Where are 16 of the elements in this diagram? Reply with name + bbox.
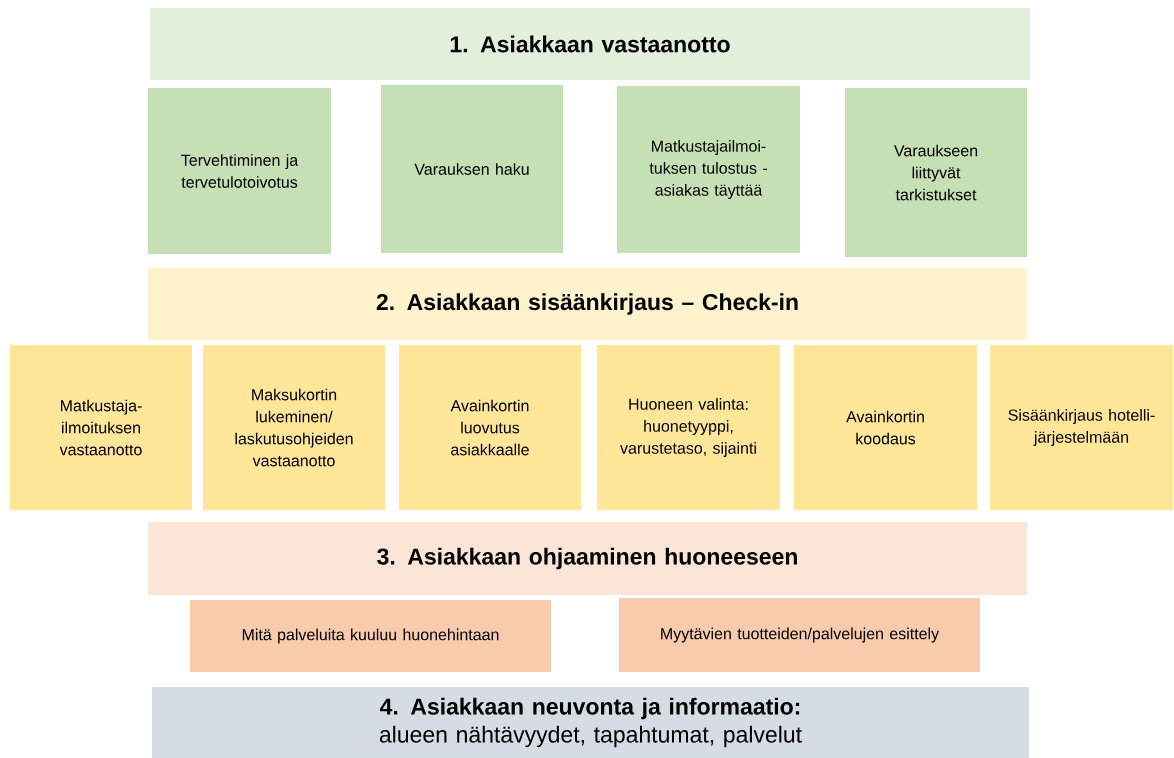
task-box: Maksukortin lukeminen/ laskutusohjeiden vastaanotto: [203, 345, 385, 510]
task-box: Mitä palveluita kuuluu huonehintaan: [190, 600, 551, 672]
task-box: Avainkortin koodaus: [794, 345, 977, 510]
task-box: Varaukseen liittyvät tarkistukset: [845, 88, 1027, 257]
stage-band: 1. Asiakkaan vastaanotto: [150, 8, 1030, 80]
task-box: Huoneen valinta: huonetyyppi, varustetaso, sijainti: [597, 345, 780, 510]
task-box: Matkustaja- ilmoituksen vastaanotto: [10, 345, 192, 510]
info-band: 4. Asiakkaan neuvonta ja informaatio: alueen nähtävyydet, tapahtumat, palvelut: [152, 687, 1029, 758]
task-box: Varauksen haku: [381, 85, 563, 253]
task-box: Matkustajailmoi- tuksen tulostus - asiakas täyttää: [617, 86, 800, 253]
task-box: Sisäänkirjaus hotelli- järjestelmään: [990, 345, 1173, 510]
stage-band: 3. Asiakkaan ohjaaminen huoneeseen: [148, 522, 1027, 595]
stage-band: 2. Asiakkaan sisäänkirjaus – Check-in: [148, 268, 1027, 340]
task-box: Tervehtiminen ja tervetulotoivotus: [148, 88, 331, 254]
task-box: Myytävien tuotteiden/palvelujen esittely: [619, 598, 980, 672]
task-box: Avainkortin luovutus asiakkaalle: [399, 345, 581, 510]
